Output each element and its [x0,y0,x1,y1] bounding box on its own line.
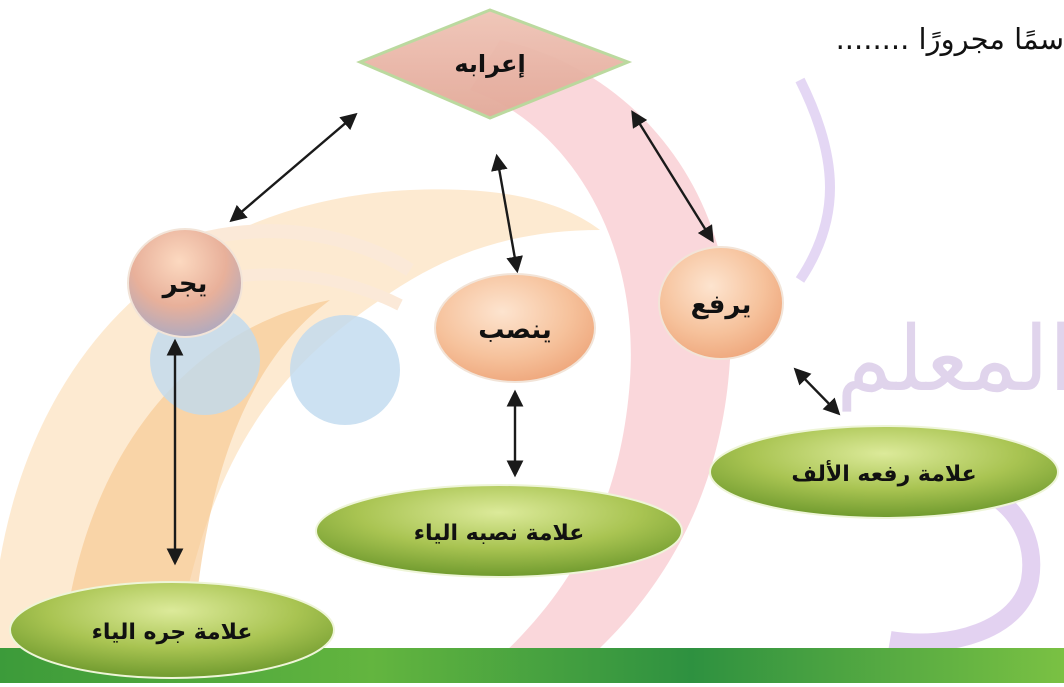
diamond-shape [356,8,633,120]
node-root: إعرابه [356,8,633,120]
node-root-label: إعرابه [454,50,525,78]
circle-shape [127,228,243,338]
node-nasb-sign: علامة نصبه الياء [315,484,683,578]
node-raf-label: يرفع [691,290,752,320]
arrow-root-jarr [229,112,358,223]
node-nasb-label: ينصب [478,315,552,345]
node-jarr-label: يجر [161,269,208,299]
node-jarr-sign-label: علامة جره الياء [92,620,253,645]
node-raf-sign: علامة رفعه الألف [709,425,1059,519]
watermark-text: المعلم [836,307,1064,412]
node-nasb-sign-label: علامة نصبه الياء [414,521,585,546]
oval-shape [315,484,683,578]
node-jarr: يجر [127,228,243,338]
oval-shape [709,425,1059,519]
node-jarr-sign: علامة جره الياء [9,581,335,679]
blue-eye-right-shape [290,315,400,425]
arrow-root-nasb [491,153,523,274]
node-nasb: ينصب [434,273,596,383]
node-raf: يرفع [658,246,784,360]
circle-shape [658,246,784,360]
circle-shape [434,273,596,383]
heading-text: سمًا مجرورًا ........ [835,22,1064,56]
arrow-root-raf [631,110,714,243]
node-raf-sign-label: علامة رفعه الألف [791,459,976,487]
oval-shape [9,581,335,679]
lavender-stroke-shape [795,77,835,283]
arrow-raf-sign [793,367,841,416]
connectors [166,110,841,566]
